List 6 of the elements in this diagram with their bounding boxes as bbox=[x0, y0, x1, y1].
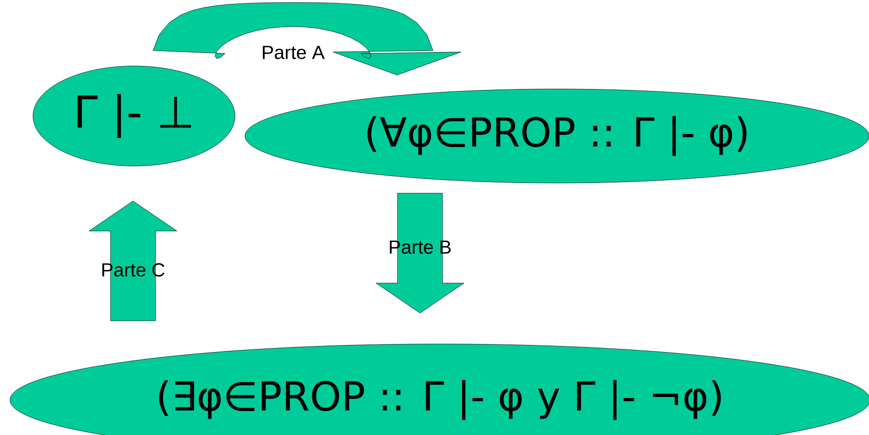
ellipse-node: (∃φ∈PROP :: Γ |- φ y Γ |- ¬φ) bbox=[10, 344, 869, 435]
edge-label: Parte A bbox=[262, 46, 325, 60]
ellipse-node: (∀φ∈PROP :: Γ |- φ) bbox=[244, 88, 869, 184]
ellipse-node: Γ |- ⊥ bbox=[32, 66, 236, 166]
block-arrow bbox=[88, 200, 178, 321]
block-arrow bbox=[376, 193, 464, 314]
